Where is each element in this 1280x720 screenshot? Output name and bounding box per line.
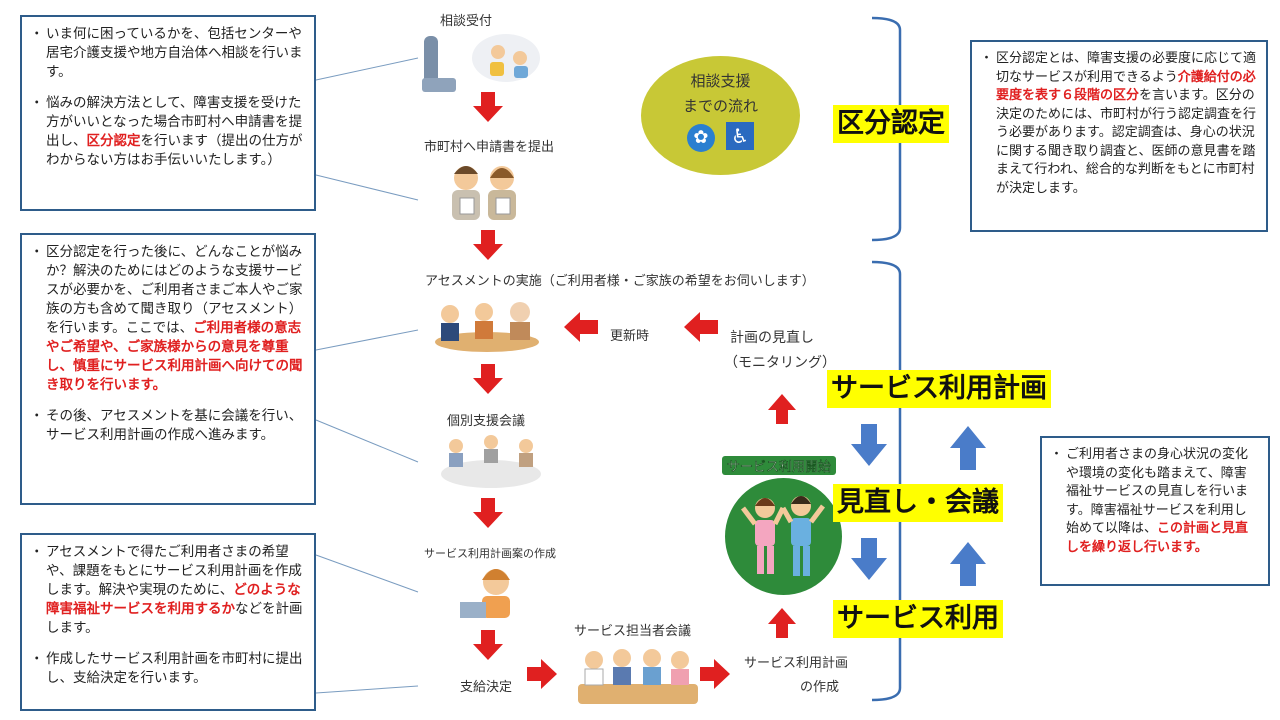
red-arrow-down [473, 230, 503, 260]
step-draft-label: サービス利用計画案の作成 [424, 547, 556, 560]
red-arrow-right [527, 659, 557, 689]
red-arrow-left [564, 312, 598, 342]
explanation-box-plan: アセスメントで得たご利用者さまの希望や、課題をもとにサービス利用計画を作成します… [20, 533, 316, 711]
step-staff-meeting-label: サービス担当者会議 [574, 624, 692, 639]
connector-line [315, 329, 419, 351]
step-assessment-label: アセスメントの実施（ご利用者様・ご家族の希望をお伺いします） [425, 274, 815, 289]
paragraph: アセスメントで得たご利用者さまの希望や、課題をもとにサービス利用計画を作成します… [30, 543, 304, 638]
wheelchair-icon: ♿ [726, 122, 755, 150]
connector-line [315, 174, 419, 201]
blue-arrow-down [851, 538, 887, 580]
meeting-illustration [441, 435, 541, 488]
staff-meeting-illustration [578, 649, 698, 704]
blue-arrow-up [950, 426, 986, 470]
red-arrow-right [700, 659, 730, 689]
explanation-box-consultation: いま何に困っているかを、包括センターや居宅介護支援や地方自治体へ相談を行います。… [20, 15, 316, 211]
red-arrow-down [473, 630, 503, 660]
review-meeting-band: 見直し・会議 [833, 484, 1003, 522]
assessment-illustration [435, 302, 539, 352]
connector-line [315, 419, 419, 463]
red-arrow-down [473, 498, 503, 528]
clover-mark-icon: ✿ [686, 124, 715, 152]
service-use-band: サービス利用 [833, 600, 1003, 638]
connector-line [315, 57, 419, 81]
step-meeting-label: 個別支援会議 [447, 414, 526, 429]
bracket-service [871, 260, 902, 702]
blue-arrow-down [851, 424, 887, 466]
application-illustration [452, 166, 516, 220]
update-label: 更新時 [610, 329, 650, 344]
connector-line [315, 685, 419, 694]
red-arrow-up [768, 394, 796, 424]
blue-arrow-up [950, 542, 986, 586]
paragraph: 区分認定とは、障害支援の必要度に応じて適切なサービスが利用できるよう介護給付の必… [980, 50, 1256, 198]
service-start-circle [725, 478, 842, 595]
step-consultation-label: 相談受付 [440, 14, 493, 29]
paragraph: その後、アセスメントを基に会議を行い、サービス利用計画の作成へ進みます。 [30, 407, 304, 445]
review-label-line2: （モニタリング） [724, 355, 836, 371]
step-plan-label-line2: の作成 [800, 680, 840, 695]
step-application-label: 市町村へ申請書を提出 [424, 140, 555, 155]
explanation-box-kubun: 区分認定とは、障害支援の必要度に応じて適切なサービスが利用できるよう介護給付の必… [970, 40, 1268, 232]
paragraph: いま何に困っているかを、包括センターや居宅介護支援や地方自治体へ相談を行います。 [30, 25, 304, 82]
red-arrow-down [473, 364, 503, 394]
phone-consultation-illustration [422, 34, 540, 92]
service-start-label: サービス利用開始 [722, 456, 837, 475]
explanation-box-assessment: 区分認定を行った後に、どんなことが悩みか？解決のためにはどのような支援サービスが… [20, 233, 316, 505]
step-plan-label-line1: サービス利用計画 [744, 656, 849, 671]
circle-title-line1: 相談支援 [690, 72, 751, 90]
red-arrow-down [473, 92, 503, 122]
plan-drafting-illustration [460, 569, 510, 618]
circle-title-line2: までの流れ [682, 97, 758, 115]
paragraph: 作成したサービス利用計画を市町村に提出し、支給決定を行います。 [30, 650, 304, 688]
service-plan-band: サービス利用計画 [827, 370, 1051, 408]
explanation-box-review: ご利用者さまの身心状況の変化や環境の変化も踏まえて、障害福祉サービスの見直しを行… [1040, 436, 1270, 586]
paragraph: 区分認定を行った後に、どんなことが悩みか？解決のためにはどのような支援サービスが… [30, 243, 304, 395]
connector-line [315, 554, 419, 593]
review-label-line1: 計画の見直し [730, 330, 814, 346]
paragraph: ご利用者さまの身心状況の変化や環境の変化も踏まえて、障害福祉サービスの見直しを行… [1050, 446, 1258, 557]
people-cheering-illustration [741, 496, 825, 576]
step-decision-label: 支給決定 [460, 680, 513, 695]
kubun-nintei-band: 区分認定 [833, 105, 949, 143]
red-arrow-left [684, 312, 718, 342]
paragraph: 悩みの解決方法として、障害支援を受けた方がいいとなった場合市町村へ申請書を提出し… [30, 94, 304, 170]
consultation-flow-circle: 相談支援 までの流れ ✿ ♿ [641, 56, 800, 175]
red-arrow-up [768, 608, 796, 638]
